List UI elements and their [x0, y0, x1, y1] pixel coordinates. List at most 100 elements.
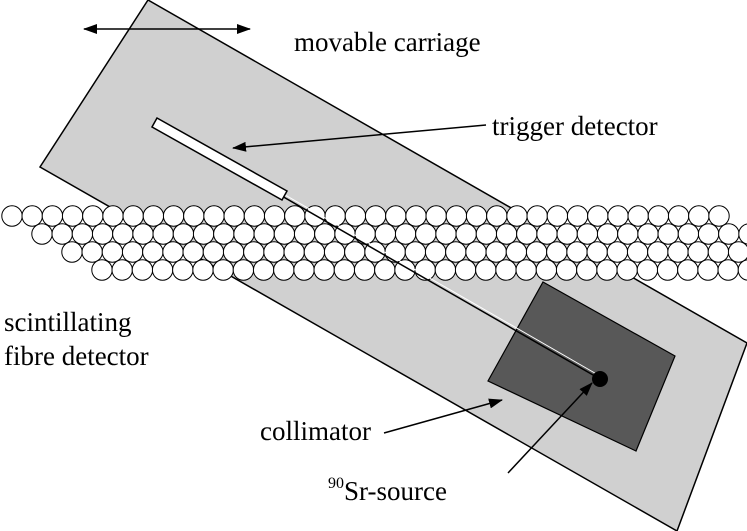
fibre — [91, 259, 113, 281]
source-label-text: Sr-source — [344, 476, 447, 506]
fibre — [172, 259, 194, 281]
fibre — [727, 241, 747, 263]
fibre — [162, 205, 185, 227]
fibre — [284, 205, 306, 227]
fibre — [425, 205, 447, 227]
fibre — [212, 259, 234, 281]
fibre — [385, 205, 407, 227]
fibre — [232, 259, 255, 281]
fibre — [364, 205, 387, 227]
fibre — [546, 241, 568, 263]
sr-source — [592, 371, 608, 387]
fibre — [162, 241, 184, 263]
fibre — [486, 205, 508, 227]
fibre — [485, 241, 507, 263]
fibre — [687, 241, 709, 263]
trigger-label-arrow — [232, 124, 487, 152]
fibre — [576, 223, 599, 245]
fibre — [475, 223, 498, 245]
fibre — [121, 241, 144, 263]
fibre — [465, 241, 487, 263]
fibre — [253, 223, 275, 245]
source-label-arrow — [507, 382, 593, 474]
fibre — [273, 223, 296, 245]
fibre — [455, 223, 477, 245]
fibre — [344, 241, 366, 263]
fibre — [677, 259, 699, 281]
fibre — [273, 259, 295, 281]
fibre — [283, 241, 305, 263]
fibre — [495, 223, 518, 245]
fibre — [626, 241, 649, 263]
fibre — [516, 223, 538, 245]
fibre — [252, 259, 275, 281]
fibre — [657, 223, 679, 245]
beam-line — [239, 171, 601, 380]
fibre — [203, 205, 225, 227]
beam-line-inner — [239, 168, 601, 377]
source-label-superscript: 90 — [328, 475, 344, 492]
fibre — [434, 259, 457, 281]
trigger-detector — [150, 116, 289, 202]
fibre — [627, 205, 649, 227]
fibre — [667, 241, 689, 263]
fibre — [515, 259, 537, 281]
fibre — [333, 259, 356, 281]
source-label: 90Sr-source — [328, 475, 447, 506]
fibre — [556, 223, 578, 245]
fibre — [546, 205, 569, 227]
fibre — [202, 241, 225, 263]
fibre — [465, 205, 488, 227]
fibre — [718, 223, 740, 245]
fibre — [717, 259, 739, 281]
fibre — [61, 205, 84, 227]
fibre — [1, 205, 23, 227]
fibre — [667, 205, 690, 227]
fibre — [536, 223, 558, 245]
fibre — [636, 259, 659, 281]
fibre — [707, 241, 730, 263]
fibre — [132, 223, 154, 245]
fibre — [414, 259, 436, 281]
fibre — [586, 241, 608, 263]
fibre — [91, 223, 114, 245]
fibre — [293, 259, 315, 281]
fibre — [737, 259, 747, 281]
collimator-block — [487, 281, 676, 452]
collimator-label-arrow — [383, 398, 503, 434]
fibre — [405, 205, 427, 227]
fibre — [404, 241, 427, 263]
fibre — [616, 259, 638, 281]
fibre — [454, 259, 477, 281]
scintillating-label-line2: fibre detector — [4, 341, 149, 371]
fibre — [415, 223, 437, 245]
collimator-label: collimator — [260, 416, 371, 446]
fibre — [708, 205, 730, 227]
fibre — [656, 259, 679, 281]
fibre — [303, 241, 326, 263]
fibre — [314, 223, 336, 245]
fibre — [353, 259, 376, 281]
fibre — [152, 223, 174, 245]
fibre — [233, 223, 255, 245]
fibre — [81, 241, 103, 263]
fibre — [293, 223, 316, 245]
fibre — [263, 241, 285, 263]
scintillating-label-line1: scintillating — [4, 307, 132, 337]
fibre — [192, 259, 214, 281]
trigger-detector-label: trigger detector — [492, 111, 658, 141]
fibre — [576, 259, 598, 281]
fibre — [445, 241, 467, 263]
fibre — [607, 205, 629, 227]
fibre — [102, 205, 124, 227]
fibre — [394, 223, 417, 245]
fibre — [647, 205, 670, 227]
fibre — [555, 259, 578, 281]
fibre — [435, 223, 457, 245]
fibre — [424, 241, 447, 263]
fibre — [505, 241, 528, 263]
fibre — [183, 205, 205, 227]
fibre — [697, 259, 719, 281]
fibre — [688, 205, 710, 227]
